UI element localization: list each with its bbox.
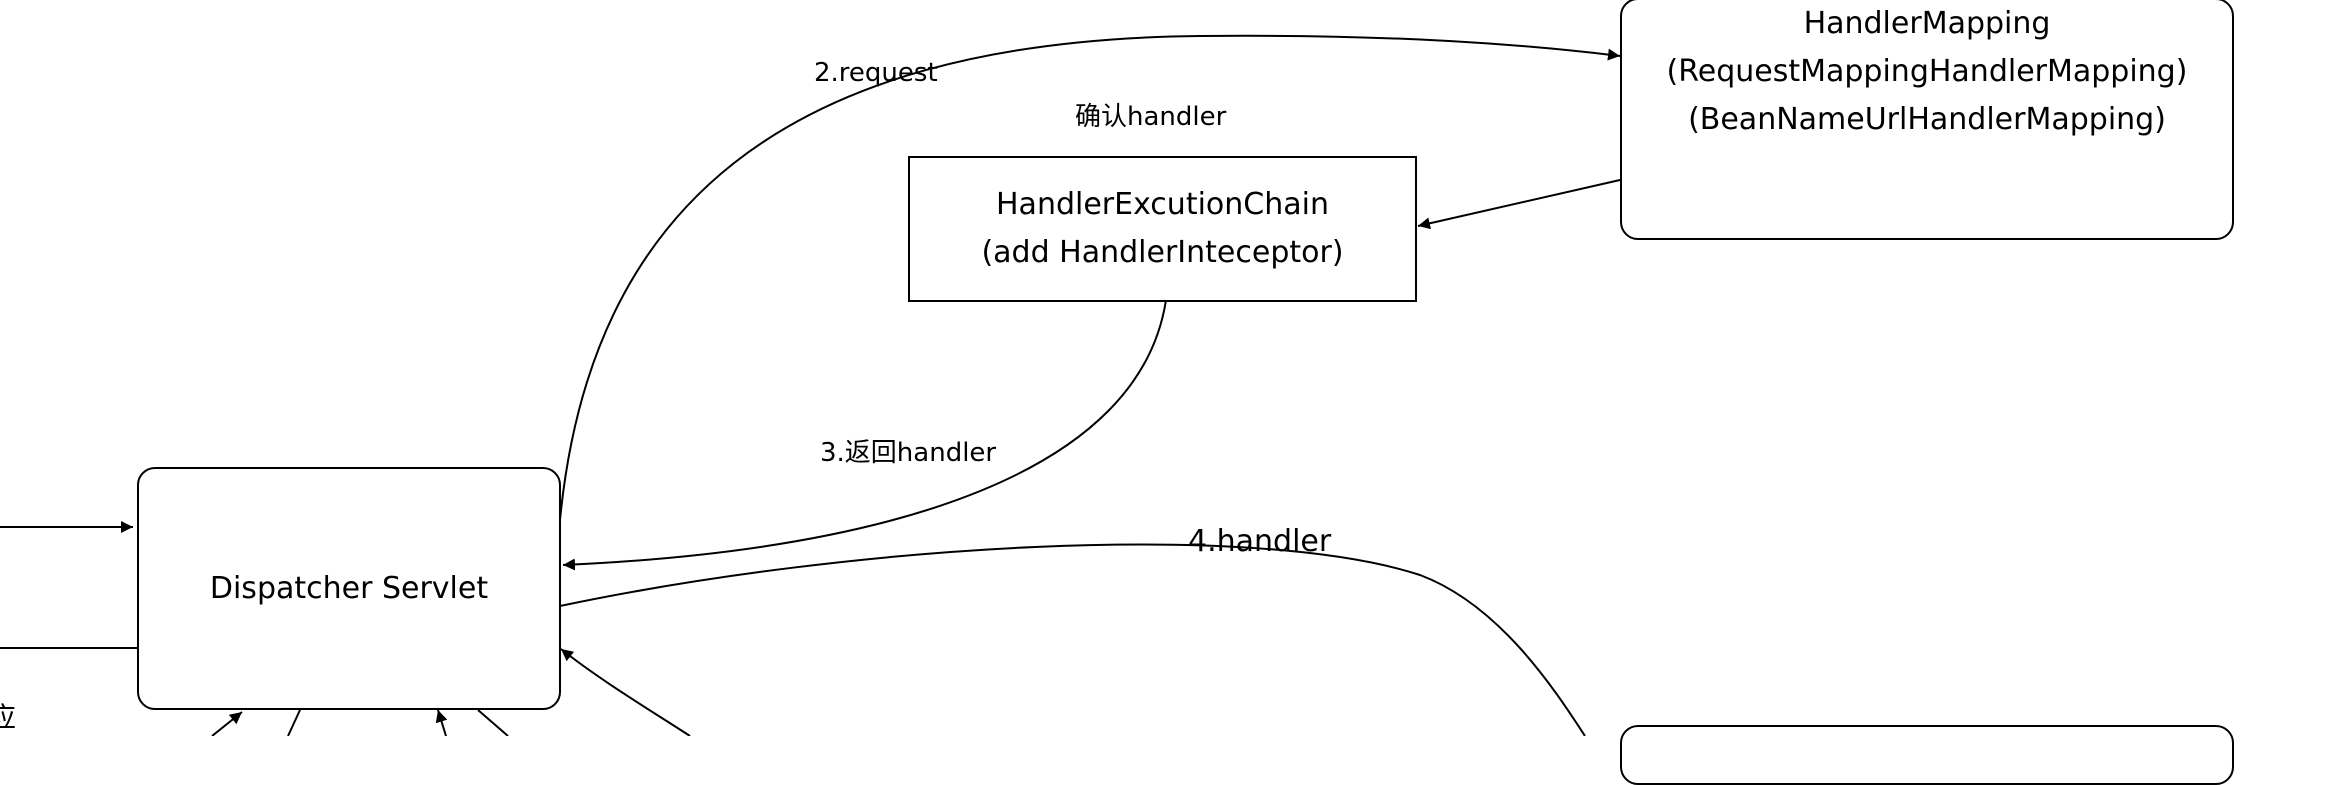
edge-return-handler [562, 299, 1167, 571]
handler-mapping-impl-2: (BeanNameUrlHandlerMapping) [1688, 102, 2166, 137]
edge-bottom-arrow-up-left [211, 711, 243, 736]
edge-label-handler: 4.handler [1188, 524, 1332, 559]
handler-mapping-impl-1: (RequestMappingHandlerMapping) [1666, 54, 2188, 89]
edge-bottom-line-left [287, 709, 301, 736]
edge-return-lower [560, 648, 691, 736]
edge-handler [559, 543, 1586, 736]
left-cut-fragment: 应 [0, 701, 17, 734]
edge-bottom-line-right [477, 709, 509, 736]
edge-bottom-arrow-up-right [435, 709, 448, 736]
handler-chain-title: HandlerExcutionChain [996, 187, 1329, 222]
edge-request [559, 34, 1621, 521]
bottom-right-node [1620, 725, 2234, 785]
edge-mapping-to-chain [1417, 179, 1621, 230]
edge-label-request: 2.request [814, 58, 938, 88]
handler-chain-detail: (add HandlerInteceptor) [981, 235, 1344, 270]
handler-mapping-title: HandlerMapping [1803, 6, 2051, 41]
handler-mapping-node: HandlerMapping (RequestMappingHandlerMap… [1620, 0, 2234, 240]
diagram-canvas [0, 34, 1621, 736]
dispatcher-servlet-label: Dispatcher Servlet [209, 570, 489, 606]
edge-label-return-handler: 3.返回handler [820, 438, 997, 468]
dispatcher-servlet-node: Dispatcher Servlet [137, 467, 561, 710]
edge-label-confirm: 确认handler [1075, 102, 1227, 132]
handler-chain-node: HandlerExcutionChain (add HandlerIntecep… [908, 156, 1417, 302]
